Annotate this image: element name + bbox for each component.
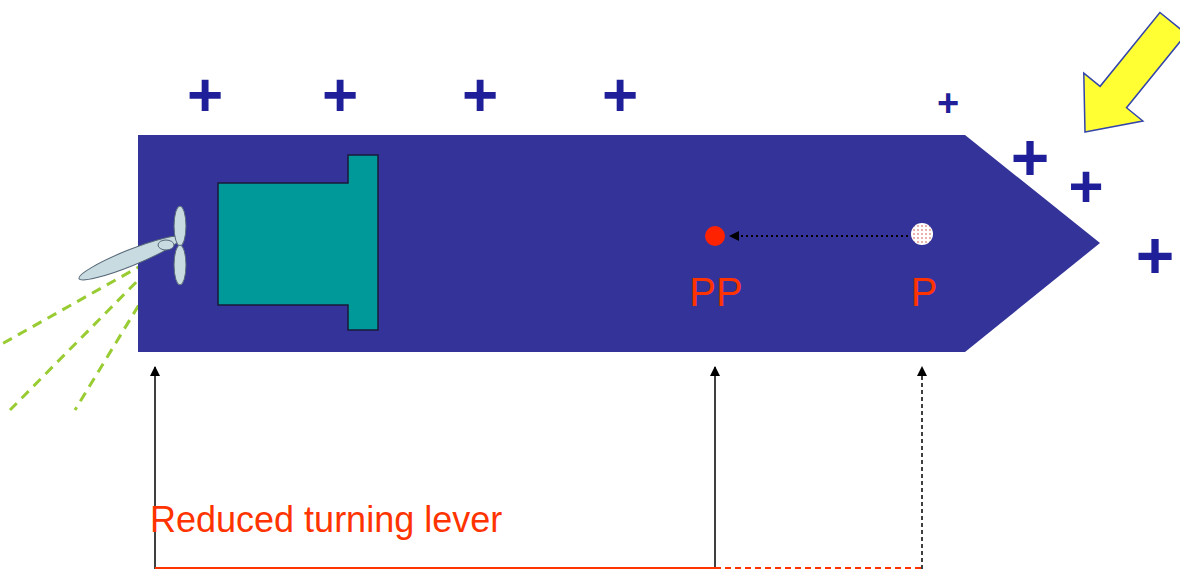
pressure-plus: + [937,84,959,122]
ship-hull [138,135,1100,352]
pressure-plus: + [1011,124,1050,190]
force-arrow [1055,0,1180,156]
pressure-plus: + [602,64,638,126]
pressure-plus: + [1068,157,1103,217]
lever-markers [155,367,922,569]
pressure-plus: + [1136,222,1175,288]
lever-caption: Reduced turning lever [150,502,502,538]
lost-lever-line [715,567,922,569]
pivot-label: P [911,272,938,312]
pivot-point-dot [705,226,725,246]
pressure-plus: + [322,64,358,126]
rudder [76,230,184,286]
pivot-shift-arrow [730,235,908,237]
pressure-plus: + [187,64,223,126]
pivot-label: PP [689,272,742,312]
propeller [158,206,186,285]
pressure-plus: + [462,64,498,126]
turning-lever-line [155,567,715,569]
original-pivot-dot [911,223,933,245]
superstructure [218,155,378,330]
